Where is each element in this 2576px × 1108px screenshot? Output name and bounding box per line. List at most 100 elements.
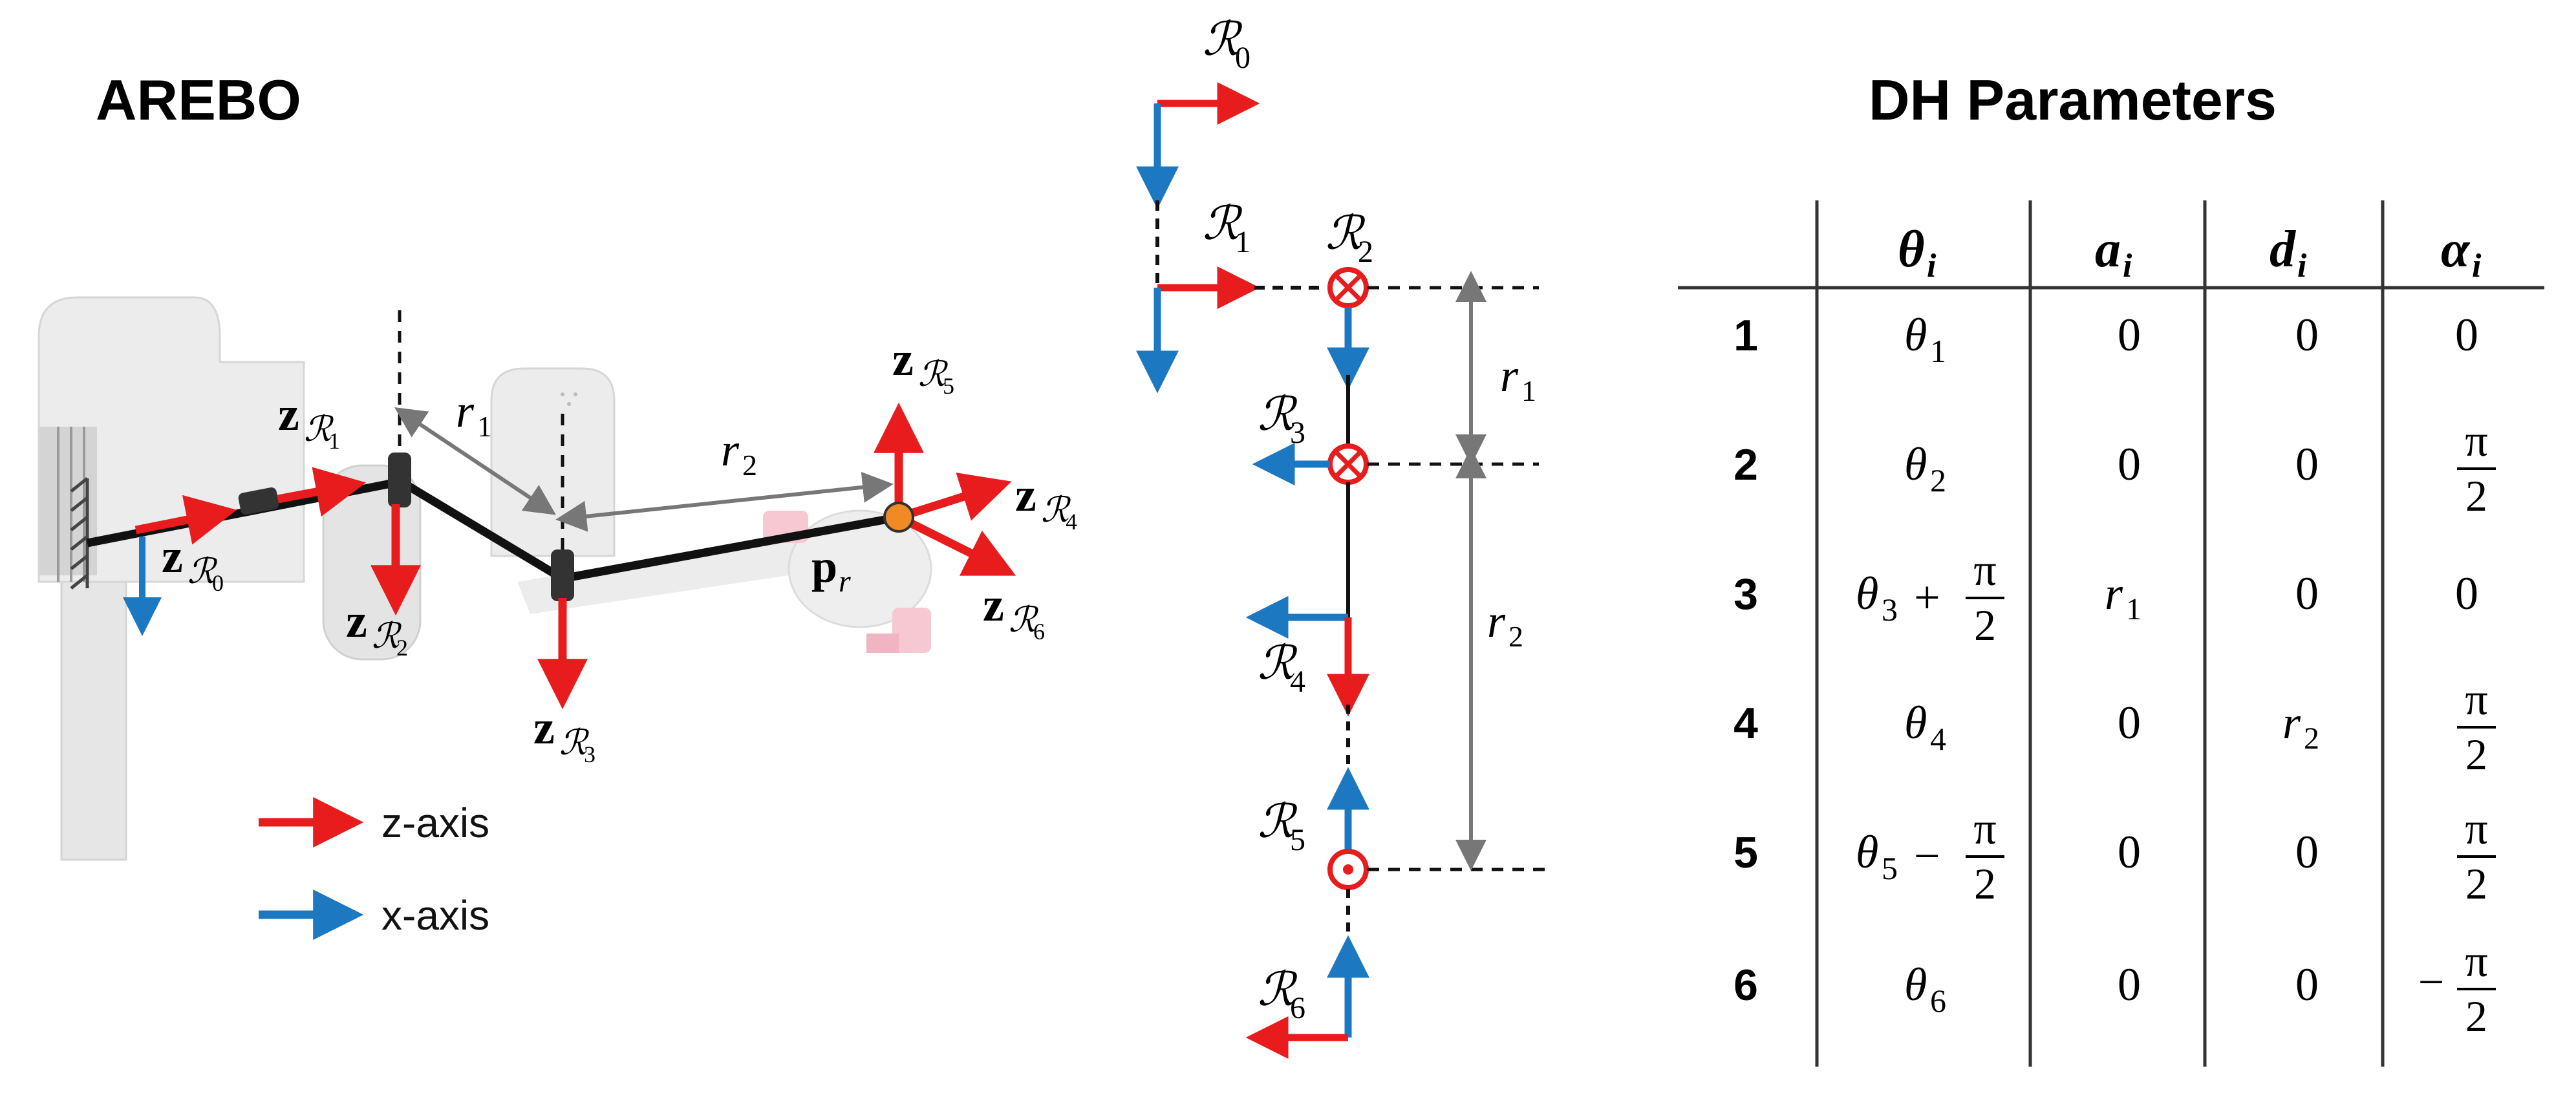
svg-text:r: r [1487, 595, 1506, 647]
svg-text:z: z [983, 579, 1004, 632]
r2-dimension [555, 471, 894, 532]
theta-frac: π2 [1966, 804, 2004, 908]
point-label: p r [811, 540, 851, 599]
svg-text:z: z [1015, 469, 1036, 522]
robot-title: AREBO [96, 68, 301, 132]
theta-sub: 4 [1930, 721, 1946, 757]
svg-text:2: 2 [396, 635, 408, 661]
svg-text:i: i [2472, 248, 2482, 284]
alpha-frac-num: π [2465, 675, 2487, 725]
d-value: r [2282, 697, 2301, 749]
z3-label: z ℛ 3 [533, 701, 596, 767]
svg-text:i: i [2123, 248, 2132, 284]
theta-sub: 3 [1882, 591, 1898, 628]
robot-panel: AREBO [38, 68, 1077, 940]
svg-text:1: 1 [1521, 374, 1536, 407]
d-value: 0 [2295, 568, 2319, 619]
svg-text:ℛ: ℛ [1203, 198, 1243, 250]
r2-label: r 2 [721, 424, 757, 482]
end-effector-point [883, 502, 914, 533]
r1-dim-label: r 1 [1500, 350, 1536, 407]
svg-text:ℛ: ℛ [188, 552, 218, 591]
theta-frac-den: 2 [1974, 601, 1996, 650]
a-cell: 0 [2118, 309, 2141, 361]
svg-text:ℛ: ℛ [918, 355, 949, 394]
svg-text:2: 2 [742, 449, 757, 482]
z2-label: z ℛ 2 [346, 595, 408, 661]
header-alpha: α i [2441, 221, 2482, 284]
alpha-value: 0 [2455, 568, 2478, 619]
legend-z-label: z-axis [381, 800, 489, 846]
a-value: 0 [2118, 697, 2141, 749]
z0-label: z ℛ 0 [162, 530, 224, 596]
d-sub: 2 [2304, 721, 2319, 756]
svg-text:r: r [839, 564, 851, 599]
a-cell: 0 [2118, 826, 2141, 878]
d-cell: 0 [2295, 959, 2319, 1010]
svg-text:ℛ: ℛ [372, 617, 402, 655]
legend: z-axis x-axis [259, 797, 489, 940]
a-cell: 0 [2118, 697, 2141, 749]
theta-symbol: θ [1904, 959, 1927, 1010]
a-cell: 0 [2118, 438, 2141, 490]
theta-op: + [1914, 571, 1940, 623]
d-value: 0 [2295, 826, 2319, 878]
svg-text:2: 2 [1508, 620, 1523, 653]
svg-text:i: i [2297, 248, 2307, 284]
svg-text:r: r [1500, 350, 1519, 401]
alpha-frac: π2 [2457, 416, 2496, 520]
svg-text:5: 5 [1290, 823, 1305, 857]
z4-label: z ℛ 4 [1015, 469, 1077, 535]
svg-text:0: 0 [212, 570, 224, 596]
alpha-frac-num: π [2465, 416, 2487, 466]
header-d: d i [2270, 221, 2307, 284]
svg-text:z: z [533, 701, 555, 754]
alpha-frac: π2 [2457, 804, 2496, 908]
svg-text:1: 1 [328, 428, 340, 454]
svg-text:r: r [721, 424, 740, 476]
theta-frac-num: π [1973, 546, 1996, 595]
alpha-frac-den: 2 [2465, 471, 2487, 520]
base-wall [70, 477, 89, 590]
joint-1-cylinder [238, 487, 279, 515]
svg-text:ℛ: ℛ [1258, 796, 1298, 847]
svg-text:z: z [278, 388, 299, 441]
svg-text:4: 4 [1066, 509, 1077, 535]
d-cell: 0 [2295, 568, 2319, 619]
theta-sub: 5 [1882, 850, 1898, 886]
z1-label: z ℛ 1 [278, 388, 340, 454]
theta-symbol: θ [1904, 309, 1927, 361]
theta-frac: π2 [1966, 546, 2004, 650]
z6-axis-arrow [897, 513, 1016, 576]
svg-text:4: 4 [1290, 665, 1305, 699]
theta-sub: 1 [1930, 333, 1946, 369]
theta-frac-den: 2 [1974, 859, 1996, 908]
theta-sub: 2 [1930, 462, 1946, 498]
svg-text:5: 5 [943, 373, 954, 399]
row-number: 6 [1733, 961, 1758, 1010]
svg-text:r: r [456, 385, 475, 437]
svg-text:ℛ: ℛ [1326, 208, 1366, 259]
theta-symbol: θ [1856, 826, 1878, 878]
alpha-frac-den: 2 [2465, 859, 2487, 908]
r1-label: r 1 [456, 385, 492, 443]
svg-text:ℛ: ℛ [1258, 964, 1298, 1016]
z0-axis-arrow [134, 495, 237, 545]
a-value: 0 [2118, 959, 2141, 1010]
svg-text:ℛ: ℛ [1258, 389, 1298, 440]
svg-text:ℛ: ℛ [559, 723, 590, 762]
svg-text:2: 2 [1358, 235, 1373, 269]
header-a: a i [2095, 221, 2132, 284]
svg-text:0: 0 [1235, 41, 1250, 75]
svg-text:ℛ: ℛ [1258, 637, 1298, 689]
row-number: 5 [1733, 828, 1758, 877]
svg-text:3: 3 [1290, 416, 1305, 450]
